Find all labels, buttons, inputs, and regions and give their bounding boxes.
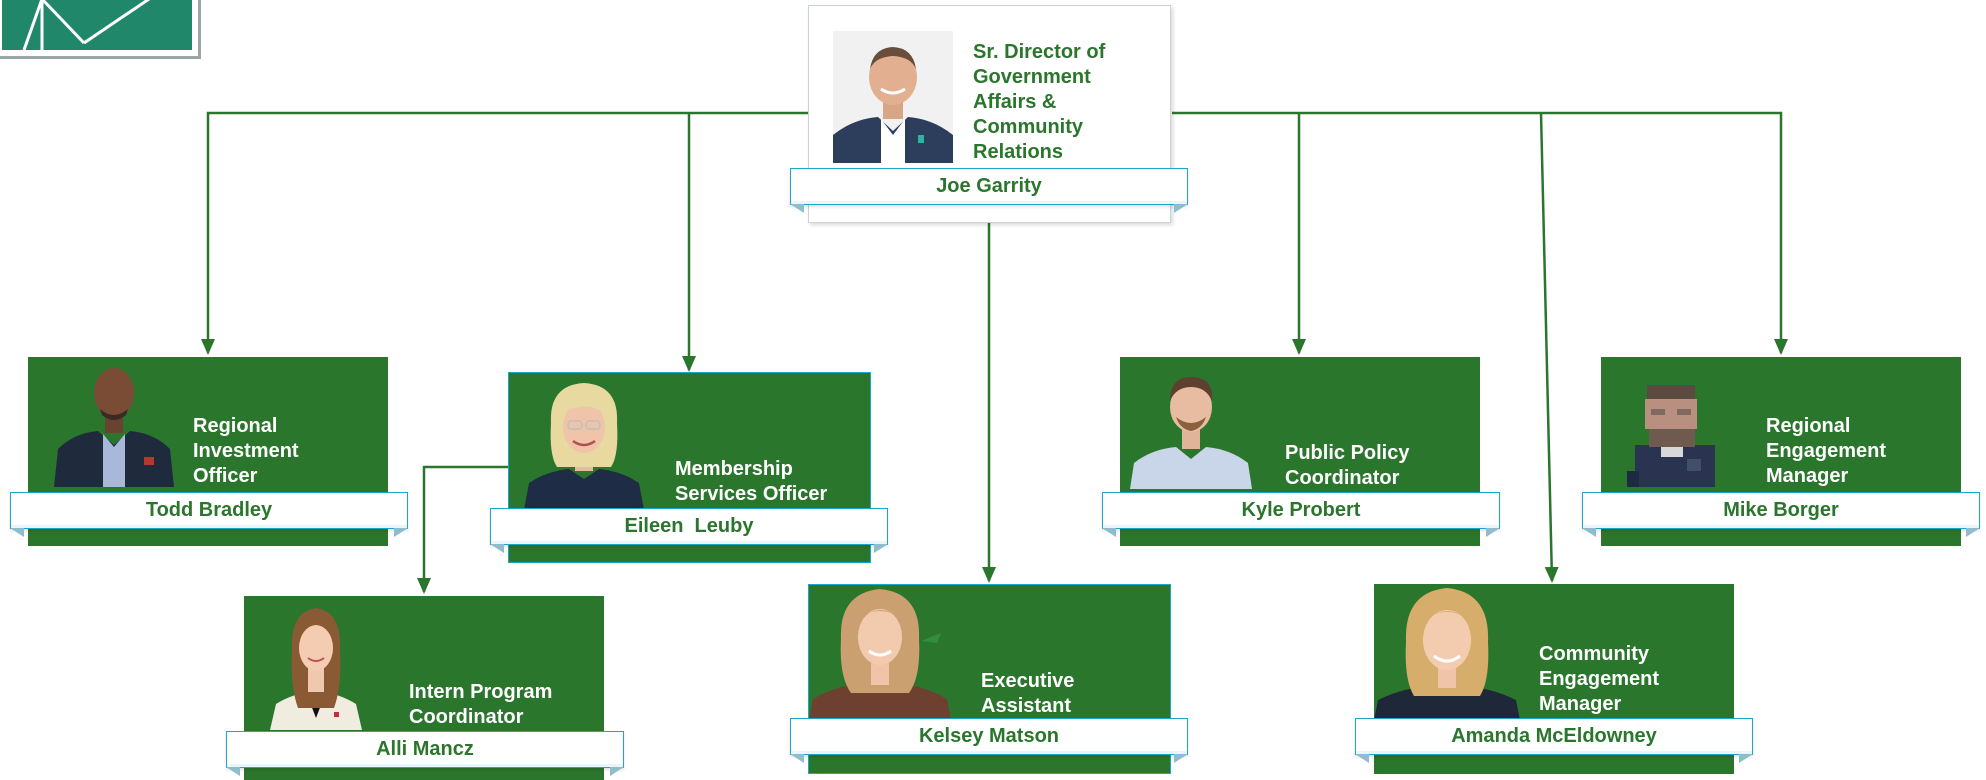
amanda-mceldowney-name-plate: Amanda McEldowney: [1355, 718, 1753, 763]
amanda-mceldowney-photo: [1374, 584, 1520, 720]
eileen-leuby-name: Eileen Leuby: [624, 515, 754, 537]
mike-borger-photo: [1627, 375, 1719, 487]
mike-borger-name: Mike Borger: [1723, 499, 1839, 521]
connector-todd: [201, 111, 808, 355]
connector-mike: [1172, 111, 1788, 355]
connector-alli: [417, 465, 508, 594]
organization-logo: [0, 0, 201, 59]
kelsey-matson-name: Kelsey Matson: [918, 725, 1060, 747]
todd-bradley-photo: [54, 357, 174, 487]
eileen-leuby-name-plate: Eileen Leuby: [490, 508, 888, 553]
amanda-mceldowney-name: Amanda McEldowney: [1451, 725, 1657, 747]
director-name-plate: Joe Garrity: [790, 168, 1188, 213]
kyle-probert-name: Kyle Probert: [1241, 499, 1361, 521]
mike-borger-name-plate: Mike Borger: [1582, 492, 1980, 537]
todd-bradley-name-plate: Todd Bradley: [10, 492, 408, 537]
director-name: Joe Garrity: [936, 175, 1042, 197]
kyle-probert-name-plate: Kyle Probert: [1102, 492, 1500, 537]
kyle-probert-photo: [1130, 367, 1252, 489]
kelsey-matson-name-plate: Kelsey Matson: [790, 718, 1188, 763]
building-geometric-logo-icon: [22, 0, 151, 50]
kelsey-matson-photo: [809, 585, 951, 721]
alli-mancz-name-plate: Alli Mancz: [226, 731, 624, 776]
director-photo: [833, 31, 953, 163]
connector-amanda: [1539, 112, 1559, 583]
alli-mancz-photo: [270, 600, 362, 730]
todd-bradley-name: Todd Bradley: [145, 499, 273, 521]
eileen-leuby-photo: [523, 379, 645, 515]
alli-mancz-name: Alli Mancz: [376, 738, 474, 760]
